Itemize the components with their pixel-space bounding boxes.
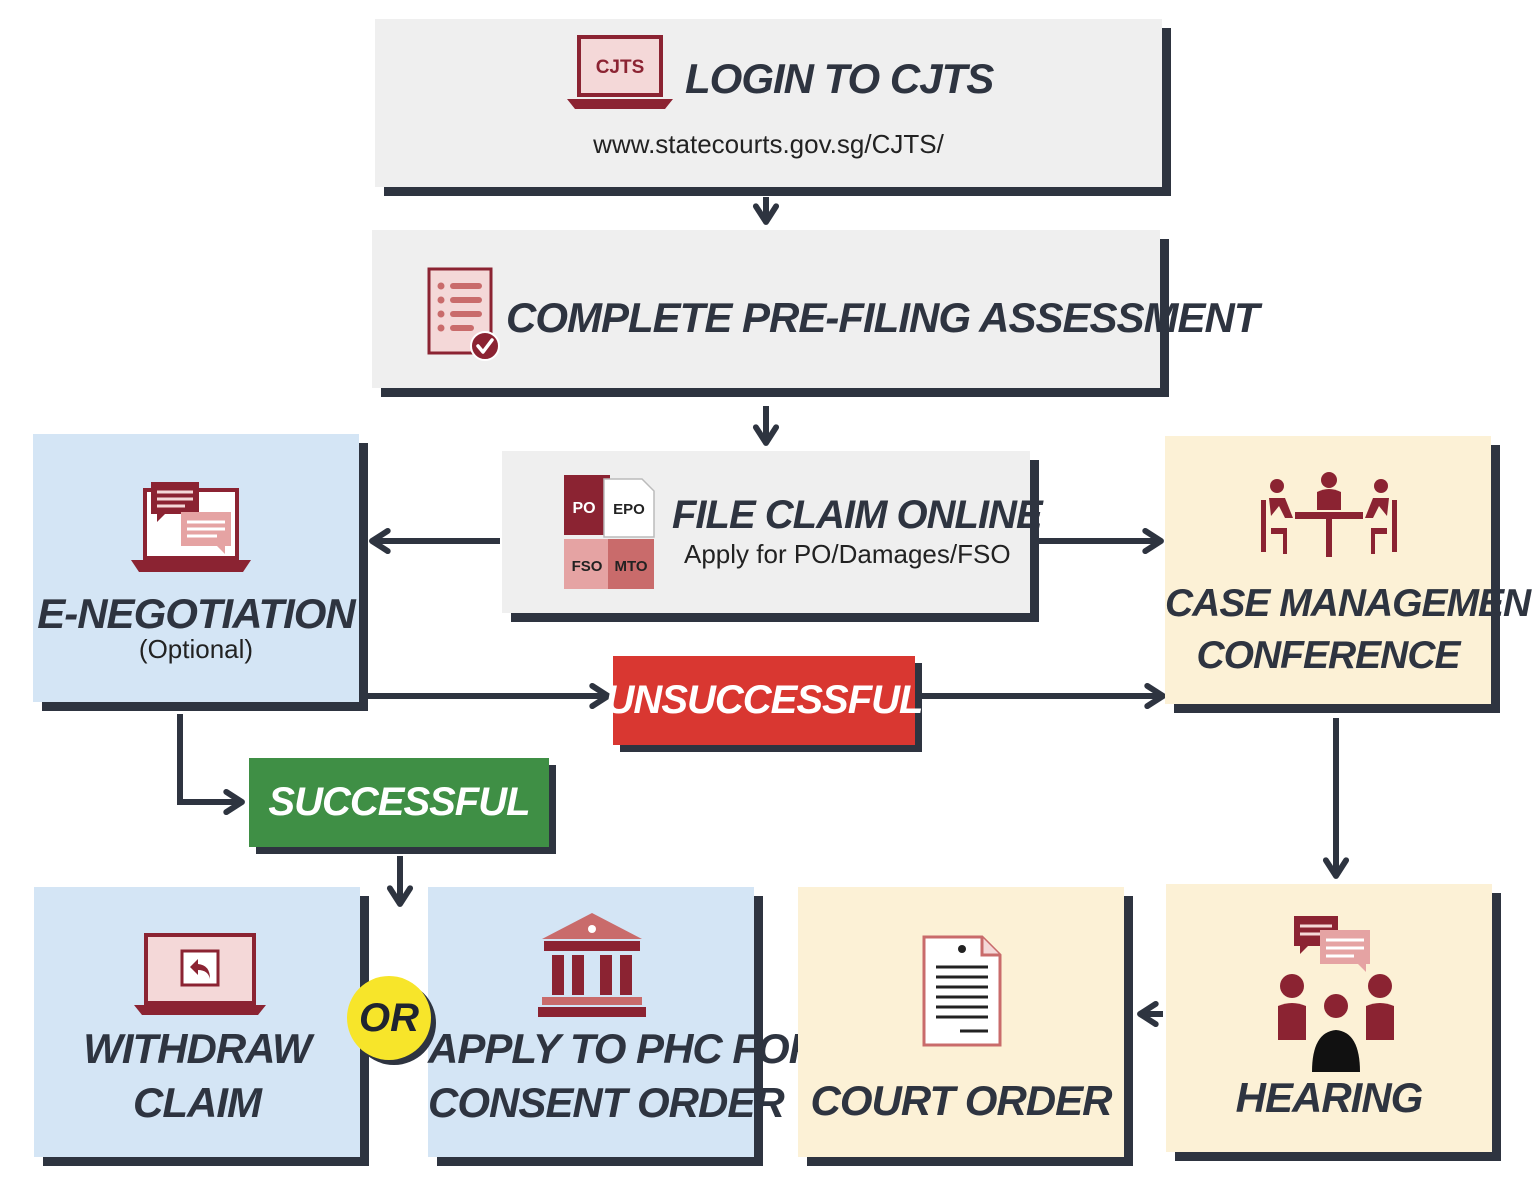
file-claim-title: FILE CLAIM ONLINE	[672, 493, 1043, 537]
unsuccessful-label: UNSUCCESSFUL	[606, 656, 923, 745]
enegotiation-box: E-NEGOTIATION (Optional)	[33, 434, 359, 702]
enegotiation-subtitle: (Optional)	[138, 634, 254, 664]
hearing-title: HEARING	[1235, 1074, 1424, 1121]
laptop-screen-label: CJTS	[596, 57, 645, 78]
courthouse-icon	[538, 913, 646, 1017]
consent-title-line2: CONSENT ORDER	[428, 1079, 785, 1126]
login-box: CJTS LOGIN TO CJTS www.statecourts.gov.s…	[375, 19, 1162, 187]
consent-title-line1: APPLY TO PHC FOR	[428, 1025, 819, 1072]
withdraw-box: WITHDRAW CLAIM	[34, 887, 360, 1157]
case-management-box: CASE MANAGEMENT CONFERENCE	[1165, 436, 1532, 704]
svg-text:PO: PO	[572, 500, 595, 517]
prefiling-box: COMPLETE PRE-FILING ASSESSMENT	[372, 230, 1259, 388]
chat-laptop-icon	[131, 482, 251, 572]
or-badge: OR	[347, 976, 431, 1060]
successful-label: SUCCESSFUL	[249, 758, 549, 847]
login-url: www.statecourts.gov.sg/CJTS/	[593, 129, 944, 159]
arrow-enegotiation-to-successful	[177, 714, 245, 816]
checklist-icon	[427, 267, 500, 361]
svg-text:FSO: FSO	[572, 558, 603, 575]
laptop-cjts-icon: CJTS	[567, 35, 673, 109]
people-discussion-icon	[1278, 916, 1394, 1072]
prefiling-title: COMPLETE PRE-FILING ASSESSMENT	[506, 294, 1259, 341]
court-order-title: COURT ORDER	[810, 1077, 1113, 1124]
meeting-table-icon	[1261, 472, 1397, 557]
svg-text:EPO: EPO	[613, 501, 645, 518]
file-claim-subtitle: Apply for PO/Damages/FSO	[684, 539, 1011, 569]
court-order-box: COURT ORDER	[798, 887, 1124, 1157]
file-claim-box: PO EPO FSO MTO FILE CLAIM ONLINE Apply f…	[502, 451, 1043, 613]
hearing-box: HEARING	[1166, 884, 1492, 1152]
enegotiation-title: E-NEGOTIATION	[37, 590, 356, 637]
case-management-title-line1: CASE MANAGEMENT	[1165, 582, 1532, 625]
withdraw-title-line2: CLAIM	[133, 1079, 262, 1126]
document-icon	[922, 935, 1002, 1047]
case-management-title-line2: CONFERENCE	[1196, 634, 1460, 677]
login-title: LOGIN TO CJTS	[685, 55, 994, 102]
documents-icon: PO EPO FSO MTO	[564, 475, 655, 589]
withdraw-title-line1: WITHDRAW	[83, 1025, 312, 1072]
svg-text:MTO: MTO	[614, 558, 647, 575]
consent-order-box: APPLY TO PHC FOR CONSENT ORDER	[428, 887, 819, 1157]
withdraw-laptop-icon	[134, 933, 266, 1015]
